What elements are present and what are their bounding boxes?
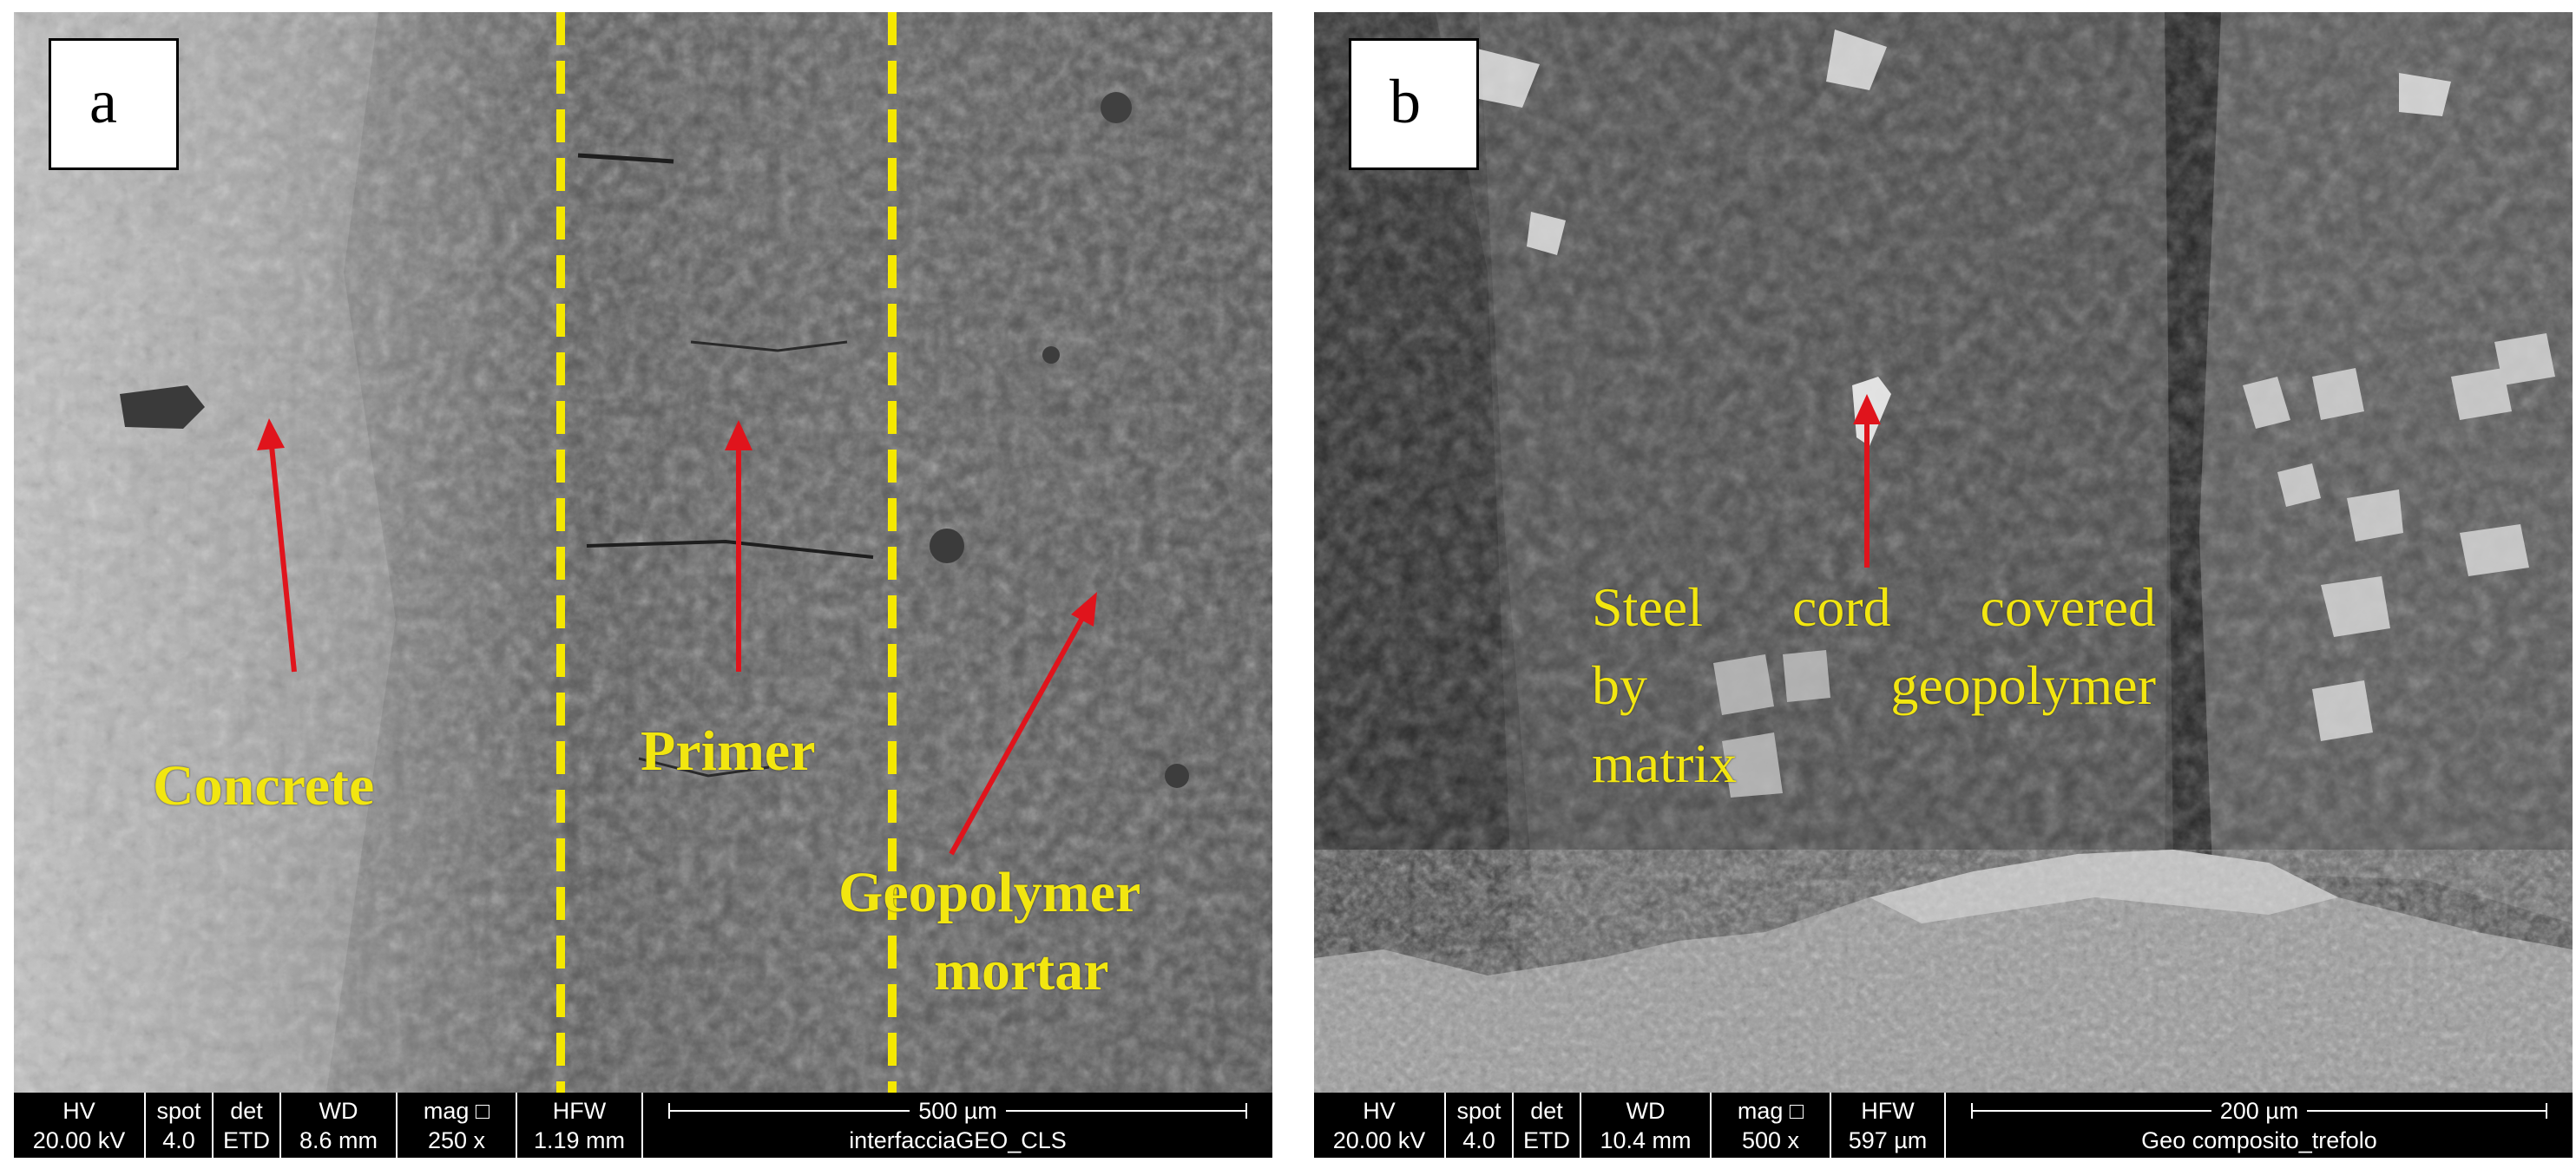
label-concrete: Concrete [153, 754, 375, 818]
label-primer: Primer [641, 719, 816, 783]
label-geopolymer-line1: Geopolymer [838, 861, 1141, 924]
det-label: det [230, 1097, 263, 1124]
wd-label: WD [1626, 1097, 1666, 1124]
hfw-value: 1.19 mm [533, 1126, 626, 1153]
hv-label: HV [62, 1097, 95, 1124]
hv-value: 20.00 kV [32, 1126, 126, 1153]
label-geopolymer-line2: mortar [934, 939, 1109, 1002]
sem-info-bar-b: HV 20.00 kV spot 4.0 det ETD WD 10.4 mm … [1314, 1093, 2573, 1158]
mag-label: mag □ [423, 1097, 490, 1124]
info-hv: HV 20.00 kV [14, 1093, 146, 1158]
sem-micrograph-b [1314, 12, 2573, 1093]
det-value: ETD [223, 1126, 270, 1153]
panel-label-a: a [49, 38, 179, 170]
hfw-label: HFW [1861, 1097, 1915, 1124]
void-feature [120, 385, 205, 429]
label-steel-cord-line3: matrix [1592, 732, 1738, 794]
mag-value: 500 x [1741, 1126, 1800, 1153]
spot-value: 4.0 [1462, 1126, 1495, 1153]
crystal-deposits [2243, 333, 2555, 741]
det-label: det [1530, 1097, 1563, 1124]
spot-label: spot [156, 1097, 201, 1124]
arrow-geopolymer [949, 592, 1097, 856]
info-hfw: HFW 597 µm [1831, 1093, 1946, 1158]
info-mag: mag □ 250 x [398, 1093, 517, 1158]
arrow-steel-cord [1853, 394, 1881, 568]
wd-value: 10.4 mm [1600, 1126, 1692, 1153]
info-scale: 500 µm interfacciaGEO_CLS [643, 1093, 1272, 1158]
info-spot: spot 4.0 [1446, 1093, 1514, 1158]
scale-bar: 200 µm [1970, 1096, 2548, 1126]
sem-micrograph-a [14, 12, 1272, 1093]
mag-label: mag □ [1737, 1097, 1804, 1124]
info-det: det ETD [1514, 1093, 1581, 1158]
info-wd: WD 10.4 mm [1581, 1093, 1712, 1158]
spot-value: 4.0 [162, 1126, 195, 1153]
sample-name: Geo composito_trefolo [2141, 1126, 2377, 1153]
info-hv: HV 20.00 kV [1314, 1093, 1446, 1158]
wd-value: 8.6 mm [299, 1126, 378, 1153]
info-mag: mag □ 500 x [1712, 1093, 1831, 1158]
sem-info-bar-a: HV 20.00 kV spot 4.0 det ETD WD 8.6 mm m… [14, 1093, 1272, 1158]
info-spot: spot 4.0 [146, 1093, 214, 1158]
sample-name: interfacciaGEO_CLS [849, 1126, 1067, 1153]
label-steel-cord-line1: Steel cord covered [1592, 576, 2156, 638]
hv-label: HV [1363, 1097, 1396, 1124]
info-wd: WD 8.6 mm [281, 1093, 398, 1158]
hfw-value: 597 µm [1848, 1126, 1928, 1153]
det-value: ETD [1523, 1126, 1570, 1153]
hfw-label: HFW [552, 1097, 607, 1124]
info-scale: 200 µm Geo composito_trefolo [1946, 1093, 2573, 1158]
scale-label: 200 µm [2219, 1097, 2299, 1124]
hv-value: 20.00 kV [1332, 1126, 1426, 1153]
panel-label-b: b [1349, 38, 1479, 170]
info-det: det ETD [214, 1093, 281, 1158]
sem-image-panel-b: b Steel cord covered by geopolymer matri… [1314, 12, 2573, 1158]
sem-image-panel-a: a Concrete Primer Geopolymer mortar HV 2… [14, 12, 1272, 1158]
arrow-concrete [257, 418, 297, 673]
label-steel-cord-line2: by geopolymer [1592, 654, 2156, 716]
scale-label: 500 µm [918, 1097, 997, 1124]
spot-label: spot [1456, 1097, 1502, 1124]
info-hfw: HFW 1.19 mm [517, 1093, 643, 1158]
scale-bar: 500 µm [668, 1096, 1248, 1126]
wd-label: WD [319, 1097, 358, 1124]
arrow-primer [725, 420, 752, 672]
mag-value: 250 x [427, 1126, 486, 1153]
